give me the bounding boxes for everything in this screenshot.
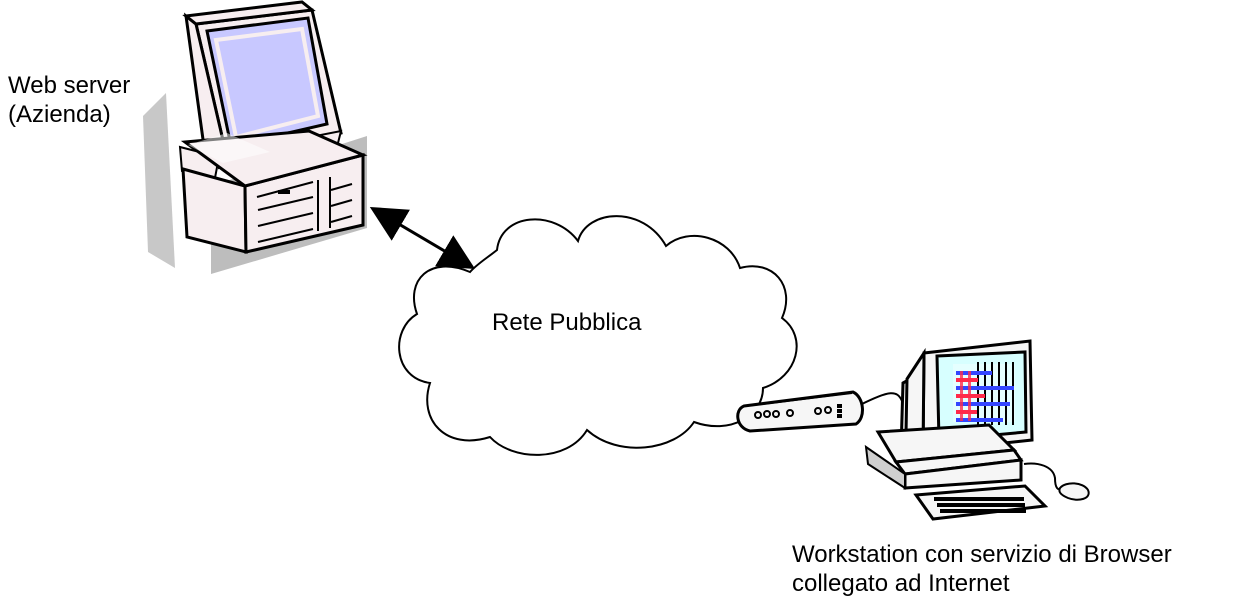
workstation-icon	[859, 339, 1090, 521]
network-label: Rete Pubblica	[492, 309, 642, 336]
desktop-server-icon	[143, 0, 368, 274]
workstation-label: Workstation con servizio di Browser coll…	[792, 540, 1172, 598]
cloud-icon	[398, 215, 798, 456]
workstation-label-line-1: Workstation con servizio di Browser	[792, 541, 1172, 568]
modem-icon	[736, 390, 864, 433]
connection-arrow	[369, 206, 476, 270]
server-label-line-2: (Azienda)	[8, 101, 111, 128]
workstation-label-line-2: collegato ad Internet	[792, 570, 1010, 597]
server-label-line-1: Web server	[8, 72, 131, 99]
server-label: Web server (Azienda)	[8, 71, 130, 129]
